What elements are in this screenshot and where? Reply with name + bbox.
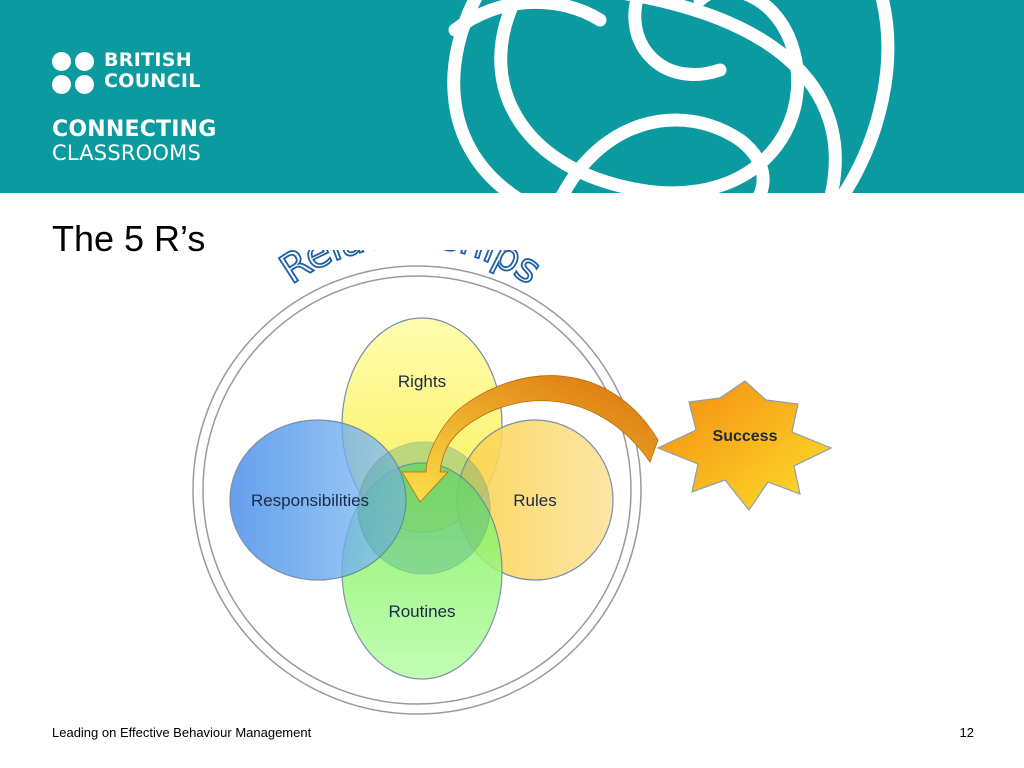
inner-ring [202, 275, 632, 705]
center-overlap [357, 441, 491, 575]
page-number: 12 [959, 725, 974, 740]
tagline-line-1: CONNECTING [52, 117, 217, 142]
brand-line-2: COUNCIL [104, 70, 201, 92]
success-star [656, 380, 833, 512]
arc-label: Relationships [272, 250, 549, 293]
ellipse-responsibilities [229, 419, 407, 581]
label-rules: Rules [513, 491, 556, 510]
label-responsibilities: Responsibilities [251, 491, 369, 510]
arc-label-text: Relationships [271, 250, 550, 294]
swirl-pattern [447, 0, 895, 193]
label-rights: Rights [398, 372, 446, 391]
british-council-wordmark: BRITISH COUNCIL [104, 50, 201, 92]
connecting-classrooms-logo: CONNECTING CLASSROOMS [52, 118, 217, 165]
outer-ring [192, 265, 642, 715]
brand-line-1: BRITISH [104, 49, 192, 71]
british-council-logo-dots [52, 52, 96, 96]
label-success: Success [713, 428, 778, 445]
five-rs-diagram: Relationships Rights Responsibilities Ru… [192, 250, 833, 715]
label-routines: Routines [388, 602, 455, 621]
slide-title: The 5 R’s [52, 218, 206, 259]
curved-arrow [401, 375, 659, 503]
header-banner: BRITISH COUNCIL CONNECTING CLASSROOMS [0, 0, 1024, 193]
footer-title: Leading on Effective Behaviour Managemen… [52, 725, 312, 740]
tagline-line-2: CLASSROOMS [52, 141, 201, 165]
